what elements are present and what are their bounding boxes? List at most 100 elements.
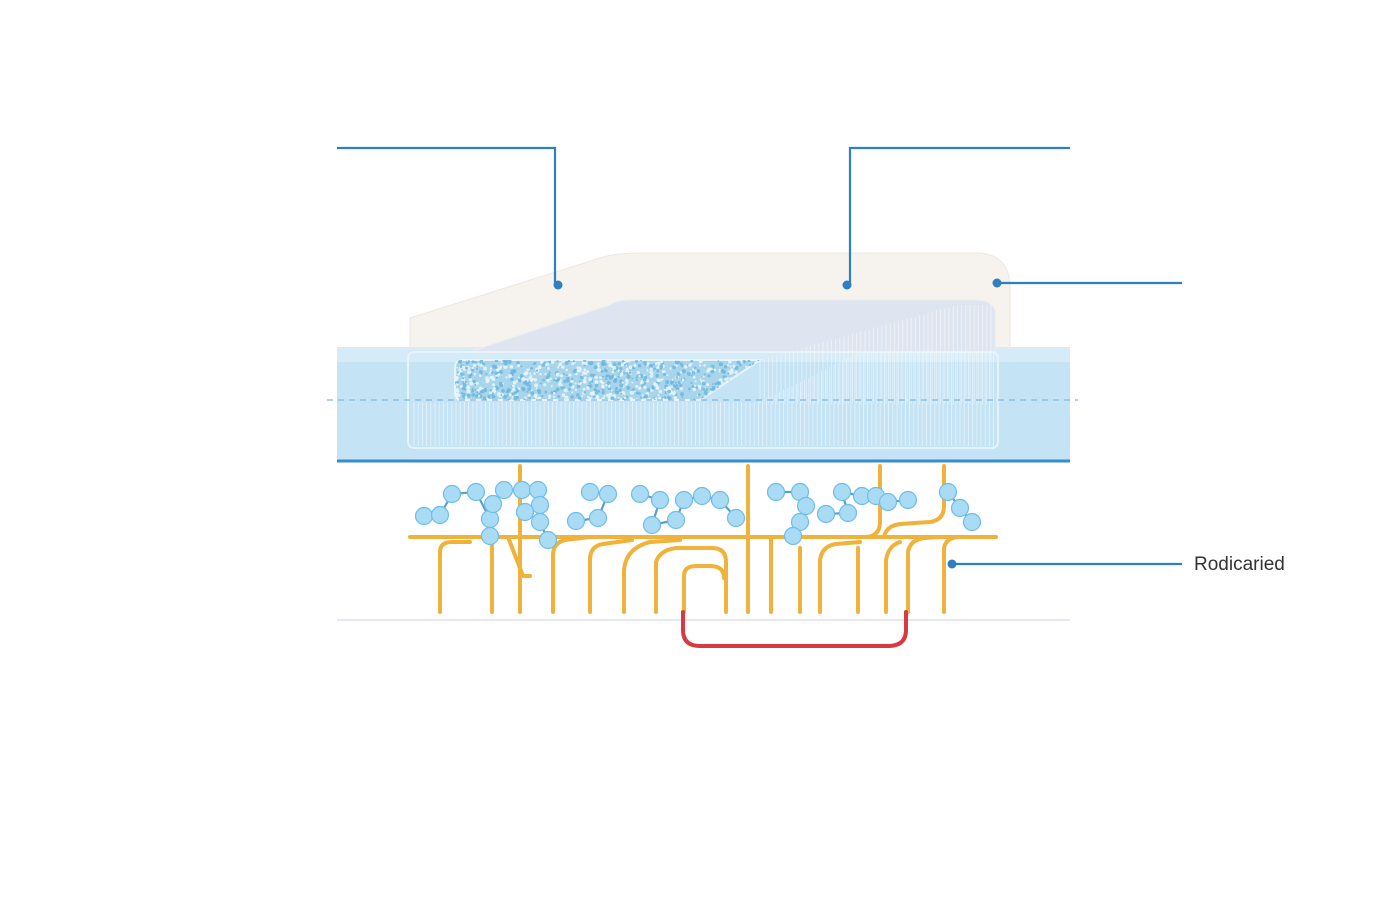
- rod-6: [588, 538, 634, 614]
- porous-dot: [643, 385, 647, 389]
- porous-dot: [527, 393, 531, 397]
- porous-dot: [509, 377, 514, 382]
- porous-dot: [469, 360, 472, 362]
- porous-dot: [503, 361, 508, 366]
- porous-dot: [497, 373, 501, 376]
- porous-dot: [695, 386, 698, 389]
- porous-dot: [617, 396, 620, 399]
- porous-dot: [692, 368, 695, 371]
- porous-dot: [475, 382, 479, 385]
- porous-dot: [688, 387, 691, 391]
- porous-dot: [495, 368, 500, 373]
- porous-dot: [611, 375, 615, 379]
- porous-dot: [538, 396, 542, 400]
- leader-lines: [337, 146, 1182, 566]
- porous-dot: [637, 364, 641, 367]
- porous-dot: [521, 387, 526, 392]
- porous-dot: [555, 379, 559, 383]
- porous-dot: [697, 393, 701, 396]
- porous-dot: [529, 377, 534, 382]
- particle: [494, 480, 514, 500]
- porous-dot: [727, 372, 730, 375]
- porous-dot: [572, 369, 577, 374]
- porous-dot: [691, 371, 696, 375]
- porous-dot: [721, 381, 724, 385]
- porous-dot: [635, 379, 638, 382]
- porous-dot: [483, 366, 487, 371]
- porous-dot: [626, 385, 631, 390]
- porous-dot: [594, 380, 599, 385]
- porous-dot: [576, 366, 580, 370]
- porous-dot: [658, 389, 663, 394]
- particle: [512, 480, 532, 500]
- particle: [538, 530, 558, 550]
- porous-dot: [487, 395, 491, 398]
- particle: [530, 495, 550, 515]
- leader-top-left: [337, 146, 557, 285]
- leader-dot-top-right: [992, 278, 1002, 288]
- porous-dot: [686, 371, 691, 376]
- porous-dot: [724, 375, 728, 378]
- porous-dot: [584, 361, 588, 366]
- porous-layer: [454, 359, 764, 401]
- porous-dot: [613, 377, 618, 382]
- porous-dot: [676, 360, 681, 365]
- porous-dot: [747, 360, 751, 363]
- porous-dot: [717, 360, 720, 363]
- rod-8: [654, 546, 728, 614]
- porous-dot: [701, 381, 706, 386]
- porous-dot: [466, 385, 471, 390]
- porous-dot: [714, 382, 718, 386]
- porous-dot: [544, 372, 547, 376]
- porous-dot: [656, 369, 660, 373]
- porous-dot: [619, 370, 622, 373]
- porous-dot: [654, 362, 658, 366]
- porous-dot: [681, 378, 685, 382]
- porous-dot: [557, 364, 560, 367]
- particle: [692, 486, 712, 506]
- porous-dot: [680, 392, 684, 397]
- porous-dot: [474, 383, 477, 387]
- porous-dot: [586, 370, 590, 374]
- porous-dot: [503, 360, 507, 363]
- porous-dot: [669, 367, 672, 370]
- porous-dot: [543, 361, 546, 364]
- porous-dot: [545, 362, 550, 366]
- leader-top-center: [848, 146, 1070, 285]
- porous-dot: [581, 395, 584, 398]
- porous-dot: [520, 365, 523, 368]
- porous-dot: [458, 360, 463, 364]
- porous-dot: [599, 376, 602, 379]
- porous-dot: [635, 391, 639, 395]
- porous-dot: [535, 369, 539, 372]
- porous-dot: [471, 366, 474, 370]
- porous-dot: [512, 387, 516, 392]
- porous-dot: [493, 387, 496, 390]
- porous-dot: [516, 389, 520, 393]
- porous-dot: [582, 370, 586, 375]
- porous-dot: [643, 381, 647, 385]
- porous-dot: [623, 372, 626, 375]
- rod-18: [942, 535, 960, 614]
- porous-dot: [485, 379, 490, 384]
- porous-dot: [496, 392, 501, 397]
- porous-dot: [577, 396, 582, 400]
- porous-dot: [606, 381, 611, 386]
- particle: [530, 512, 550, 532]
- porous-dot: [609, 363, 612, 366]
- porous-dot: [467, 370, 472, 375]
- porous-dot: [511, 392, 515, 396]
- porous-dot: [666, 374, 669, 377]
- porous-dot: [643, 361, 647, 365]
- porous-dot: [529, 367, 533, 370]
- porous-dot: [667, 389, 672, 394]
- porous-dot: [456, 366, 459, 369]
- porous-dot: [550, 391, 554, 395]
- porous-dot: [579, 375, 584, 380]
- porous-dot: [612, 366, 617, 370]
- porous-dot: [617, 375, 620, 378]
- porous-dot: [633, 363, 637, 367]
- porous-dot: [576, 384, 581, 389]
- porous-dot: [688, 363, 692, 367]
